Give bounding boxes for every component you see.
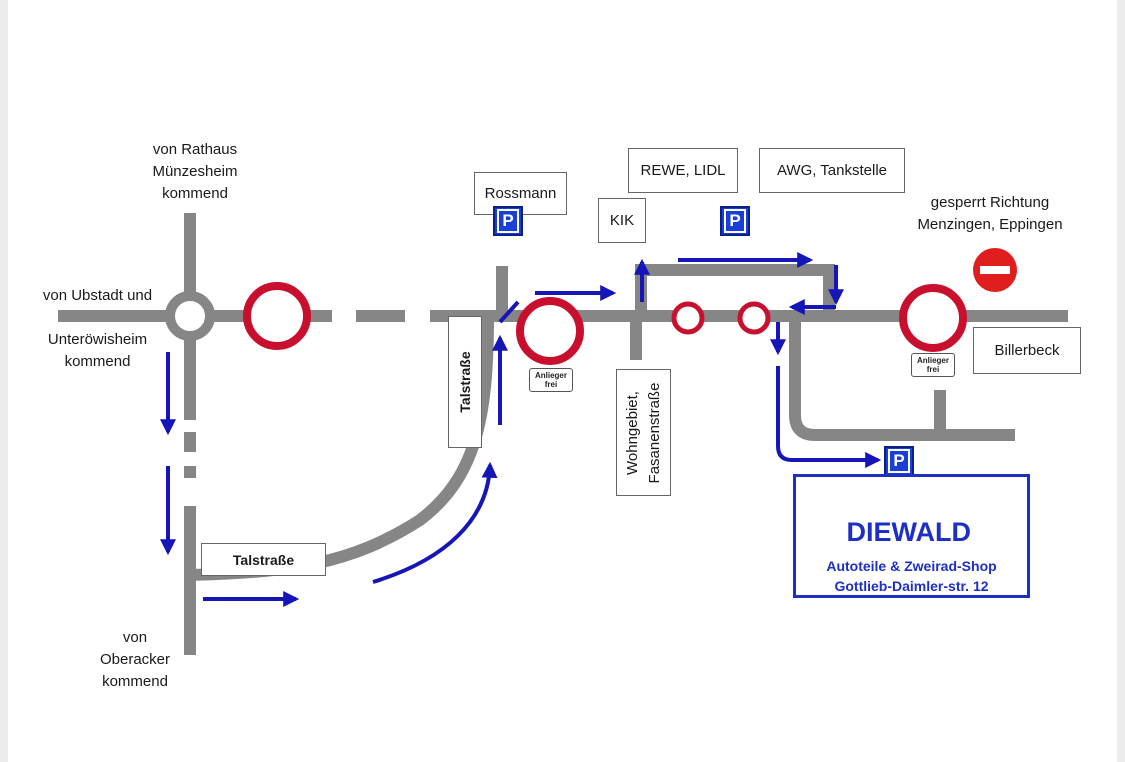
origin-oberacker-line2: Oberacker [99,651,171,668]
origin-ubstadt-line1: von Ubstadt und [42,287,153,304]
road-rewe-loop [635,264,835,316]
fasanenstrasse-line2: Fasanenstraße [645,382,663,483]
shop-tagline: Autoteile & Zweirad-Shop [826,558,997,574]
origin-oberacker: von Oberacker kommend [80,627,190,693]
closed-direction-label: gesperrt Richtung Menzingen, Eppingen [895,192,1085,236]
street-label-talstrasse-vertical-text: Talstraße [457,351,473,413]
street-label-talstrasse-vertical: Talstraße [448,316,482,448]
destination-billerbeck: Billerbeck [973,327,1081,374]
origin-rathaus-line3: kommend [162,185,228,202]
no-vehicles-sign-small-1 [671,301,705,335]
parking-sign-diewald: P [884,446,914,476]
anlieger-line1: Anlieger [534,371,567,380]
destination-kik: KIK [598,198,646,243]
anlieger-frei-plate-west: Anlieger frei [529,368,573,392]
closed-direction-line1: gesperrt Richtung [930,194,1050,211]
origin-oberacker-line3: kommend [102,673,168,690]
origin-unteroewisheim-line2: kommend [64,353,131,370]
route-arrows [160,252,882,607]
street-label-talstrasse: Talstraße [201,543,326,576]
page-edge-left [0,0,8,762]
street-label-fasanenstrasse-text: Wohngebiet, Fasanenstraße [622,382,666,483]
origin-unteroewisheim: Unteröwisheim kommend [20,329,175,373]
anlieger-line2: frei [544,380,558,389]
parking-sign-rossmann: P [493,206,523,236]
shop-diewald-box: DIEWALD Autoteile & Zweirad-Shop Gottlie… [793,474,1030,598]
no-vehicles-sign-west [243,282,311,350]
fasanenstrasse-line1: Wohngebiet, [623,390,641,475]
road-gottlieb-daimler [789,316,1015,441]
street-label-fasanenstrasse: Wohngebiet, Fasanenstraße [616,369,671,496]
arrow-curve-up [372,461,498,584]
shop-name: DIEWALD [846,517,972,547]
arrow-to-parking [776,366,882,468]
origin-rathaus-line1: von Rathaus [152,141,238,158]
roundabout [165,291,215,341]
anlieger-line1: Anlieger [916,356,949,365]
origin-oberacker-line1: von [122,629,148,646]
parking-letter: P [724,209,746,233]
closed-direction-line2: Menzingen, Eppingen [917,216,1063,233]
origin-rathaus: von Rathaus Münzesheim kommend [130,139,260,205]
anlieger-line2: frei [926,365,940,374]
no-vehicles-sign-small-2 [737,301,771,335]
no-entry-sign [973,248,1017,292]
shop-address: Gottlieb-Daimler-str. 12 [834,578,989,594]
origin-unteroewisheim-line1: Unteröwisheim [47,331,148,348]
origin-ubstadt: von Ubstadt und [20,285,175,307]
page-edge-right [1117,0,1125,762]
no-vehicles-sign-anlieger [516,297,584,365]
parking-letter: P [497,209,519,233]
destination-awg-tankstelle: AWG, Tankstelle [759,148,905,193]
parking-letter: P [888,449,910,473]
road-talstrasse [189,315,494,581]
parking-sign-rewe: P [720,206,750,236]
anlieger-frei-plate-east: Anlieger frei [911,353,955,377]
arrow-turn-connector [498,300,520,324]
origin-rathaus-line2: Münzesheim [152,163,238,180]
destination-rewe-lidl: REWE, LIDL [628,148,738,193]
no-vehicles-sign-east [899,284,967,352]
